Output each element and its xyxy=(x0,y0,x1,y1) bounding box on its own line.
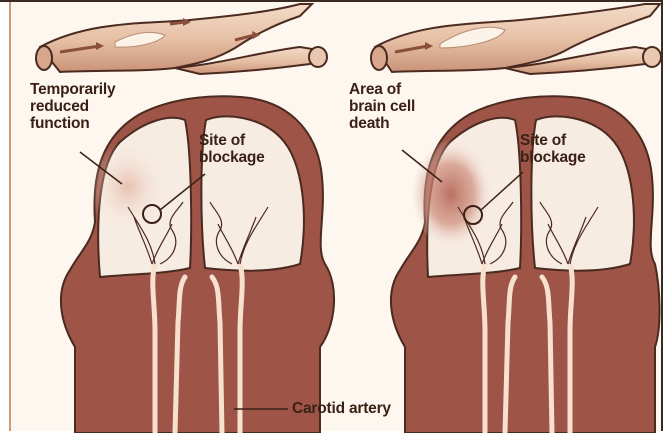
carotid-artery-label: Carotid artery xyxy=(292,400,391,417)
left-blockage-label: Site of blockage xyxy=(199,132,265,166)
left-region-label: Temporarily reduced function xyxy=(30,81,115,132)
right-region-label: Area of brain cell death xyxy=(349,81,415,132)
right-blockage-label: Site of blockage xyxy=(520,132,586,166)
right-blocked-artery-icon xyxy=(371,4,661,74)
left-blocked-artery-icon xyxy=(36,4,327,74)
left-head xyxy=(61,96,334,433)
